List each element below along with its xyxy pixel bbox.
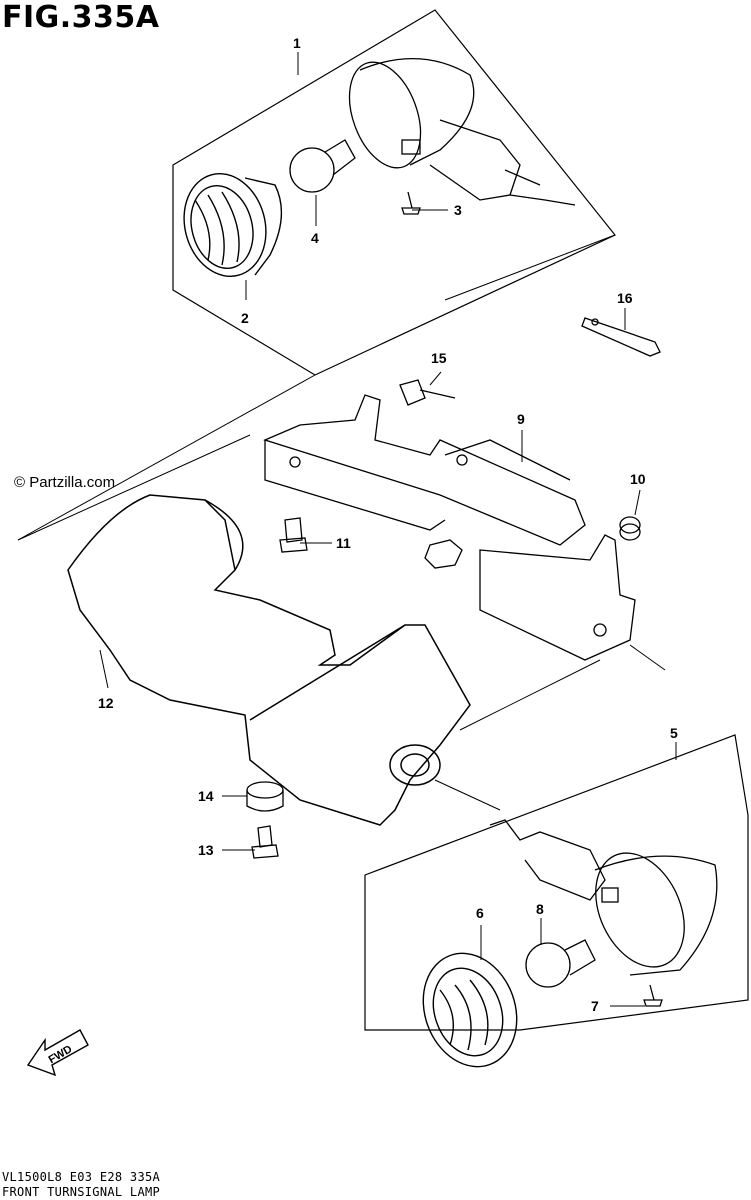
strap-16 <box>581 317 661 357</box>
callout-2: 2 <box>241 310 249 326</box>
screw-13 <box>251 825 279 859</box>
bulb-lower <box>525 939 596 988</box>
model-code: VL1500L8 E03 E28 335A <box>2 1170 161 1184</box>
callout-15: 15 <box>431 350 447 366</box>
assembly-box-lower <box>364 734 749 1031</box>
callout-4: 4 <box>311 230 319 246</box>
guide-line <box>444 234 616 301</box>
rubber-14 <box>246 781 284 812</box>
figure-caption: FRONT TURNSIGNAL LAMP <box>2 1185 161 1199</box>
bolt-15 <box>399 379 456 406</box>
callout-1: 1 <box>293 35 301 51</box>
callout-6: 6 <box>476 905 484 921</box>
guide-line <box>434 779 501 811</box>
assembly-box-upper <box>172 9 616 376</box>
guide-line <box>459 659 601 731</box>
guide-line <box>17 434 251 541</box>
housing-lower <box>489 819 718 976</box>
bolt-11 <box>279 517 308 553</box>
lens-upper <box>183 173 283 277</box>
callout-8: 8 <box>536 901 544 917</box>
cover-12 <box>67 494 471 826</box>
bracket-9 <box>263 394 586 546</box>
callout-11: 11 <box>336 535 351 551</box>
watermark: © Partzilla.com <box>14 474 116 491</box>
callout-10: 10 <box>630 471 646 487</box>
callout-12: 12 <box>98 695 114 711</box>
callout-5: 5 <box>670 725 678 741</box>
callout-9: 9 <box>517 411 525 427</box>
screw-3 <box>401 191 421 215</box>
nut-10 <box>619 516 641 541</box>
guide-line <box>629 644 666 671</box>
callout-14: 14 <box>198 788 214 804</box>
nut-center <box>424 539 463 569</box>
leader-lines <box>99 52 677 1007</box>
figure-title: FIG.335A <box>2 0 160 35</box>
callout-13: 13 <box>198 842 214 858</box>
callout-3: 3 <box>454 202 462 218</box>
bracket-lower <box>479 534 636 661</box>
bulb-upper <box>289 139 356 193</box>
callout-16: 16 <box>617 290 633 306</box>
fwd-arrow-icon <box>26 1029 89 1077</box>
screw-7 <box>643 984 663 1007</box>
callout-7: 7 <box>591 998 599 1014</box>
lens-lower <box>422 952 518 1068</box>
guide-line <box>17 374 316 541</box>
housing-upper <box>348 57 576 206</box>
